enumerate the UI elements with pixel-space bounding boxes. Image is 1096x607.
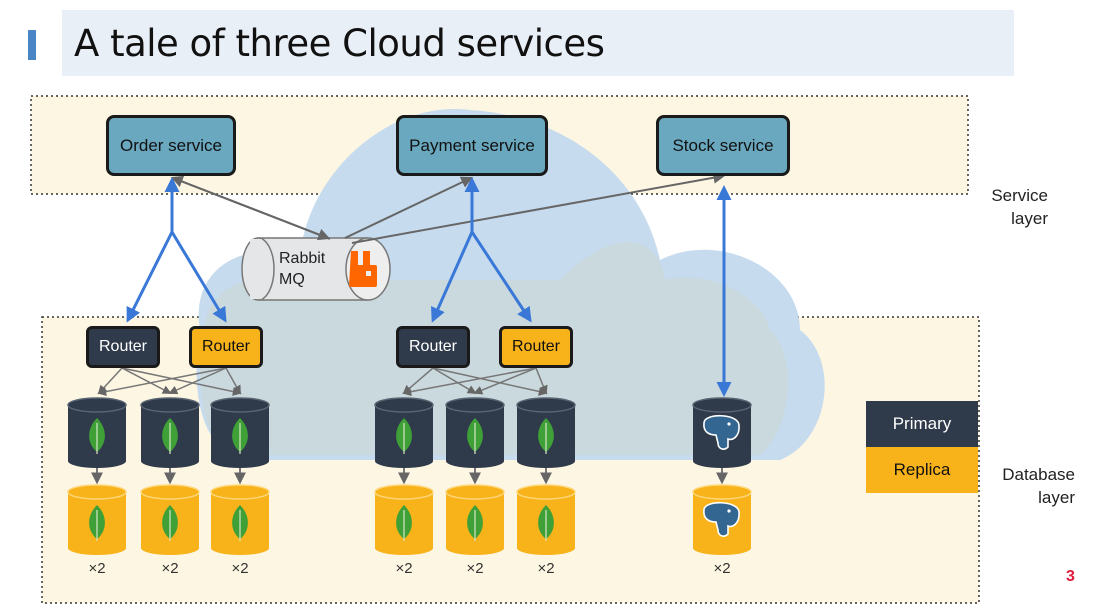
slide-title: A tale of three Cloud services	[74, 22, 605, 65]
legend-primary: Primary	[866, 401, 978, 447]
router-shard-connections-middle	[402, 367, 548, 397]
multiplier-label: ×2	[161, 560, 179, 577]
postgres-replica-node	[692, 484, 752, 555]
rabbitmq-label: Rabbit MQ	[279, 248, 325, 290]
multiplier-label: ×2	[466, 560, 484, 577]
service-layer-label: Service layer	[960, 184, 1048, 230]
database-layer-label-line1: Database	[1002, 465, 1075, 484]
stock-service-box: Stock service	[656, 115, 790, 176]
rabbitmq-queue	[241, 237, 391, 301]
order-service-box: Order service	[106, 115, 236, 176]
page-number: 3	[1066, 568, 1075, 585]
mongodb-replica-node	[140, 484, 200, 555]
database-layer-label: Database layer	[980, 463, 1075, 509]
service-layer-label-line1: Service	[991, 186, 1048, 205]
mongodb-primary-node	[210, 397, 270, 468]
payment-router-replica: Router	[499, 326, 573, 368]
router-shard-connections-left	[97, 367, 242, 397]
mongodb-replica-node	[374, 484, 434, 555]
title-band	[62, 10, 1014, 76]
mq-connections	[170, 171, 726, 244]
mongodb-primary-node	[445, 397, 505, 468]
mongodb-replica-node	[445, 484, 505, 555]
mongodb-replica-node	[67, 484, 127, 555]
postgres-primary-node	[692, 397, 752, 468]
rabbitmq-label-line2: MQ	[279, 271, 305, 288]
mongodb-replica-node	[210, 484, 270, 555]
order-router-primary: Router	[86, 326, 160, 368]
rabbitmq-label-line1: Rabbit	[279, 250, 326, 267]
order-router-replica: Router	[189, 326, 263, 368]
multiplier-label: ×2	[537, 560, 555, 577]
multiplier-label: ×2	[713, 560, 731, 577]
payment-service-box: Payment service	[396, 115, 548, 176]
mongodb-primary-node	[516, 397, 576, 468]
service-layer-label-line2: layer	[1011, 209, 1048, 228]
mongodb-primary-node	[374, 397, 434, 468]
legend-replica: Replica	[866, 447, 978, 493]
title-accent-bar	[28, 30, 36, 60]
multiplier-label: ×2	[231, 560, 249, 577]
service-router-connections	[126, 177, 732, 397]
mongodb-primary-node	[67, 397, 127, 468]
multiplier-label: ×2	[395, 560, 413, 577]
mongodb-replica-node	[516, 484, 576, 555]
mongodb-primary-node	[140, 397, 200, 468]
database-layer-label-line2: layer	[1038, 488, 1075, 507]
multiplier-label: ×2	[88, 560, 106, 577]
payment-router-primary: Router	[396, 326, 470, 368]
rabbitmq-logo-icon	[349, 251, 377, 287]
